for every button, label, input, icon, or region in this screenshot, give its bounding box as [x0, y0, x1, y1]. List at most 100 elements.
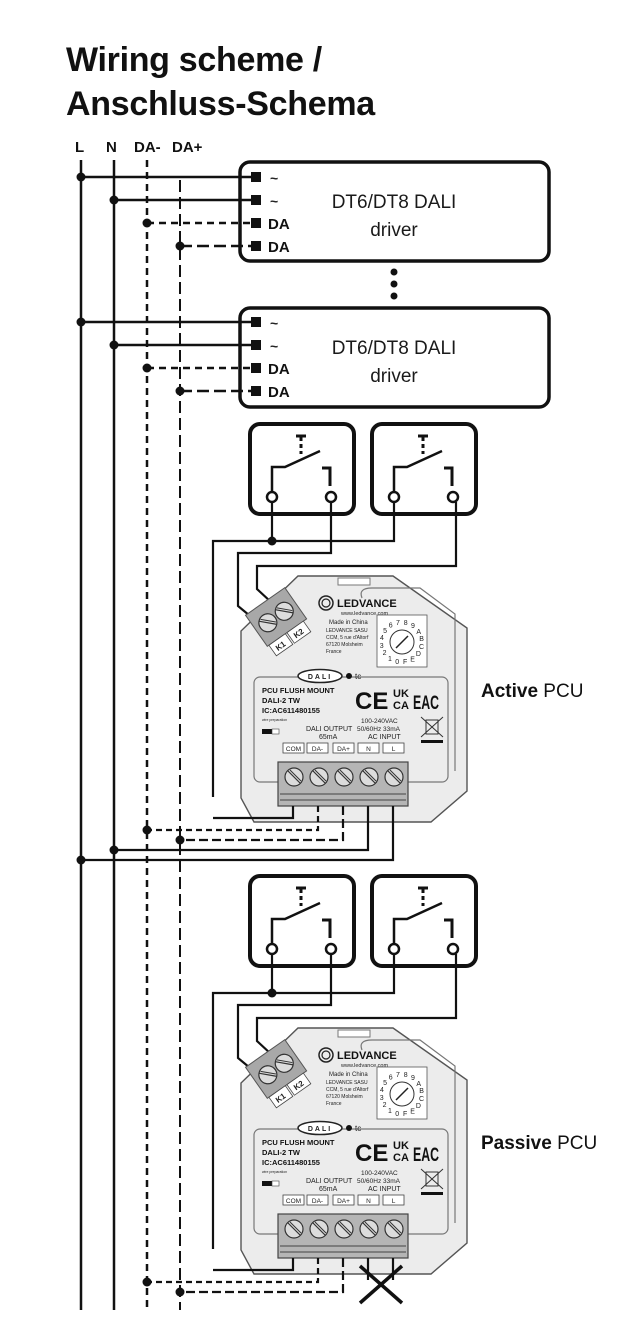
- passive-wire-da-minus: [147, 1258, 320, 1284]
- active-dial-digit: 4: [380, 635, 384, 642]
- active-dali-logo: [297, 668, 343, 684]
- active-junction-l: [76, 855, 86, 865]
- passive-terminal-label: DA+: [337, 1198, 350, 1205]
- passive-ac-frequency: 50/60Hz 33mA: [357, 1178, 401, 1185]
- bus-label-da-plus: DA+: [172, 139, 203, 156]
- active-website: www.ledvance.com: [340, 611, 388, 617]
- active-ukca-mark: UK: [393, 688, 409, 700]
- page-title: Wiring scheme / Anschluss-Schema: [66, 38, 375, 126]
- passive-screw-icon: [334, 1219, 354, 1239]
- passive-dial-digit: D: [416, 1103, 421, 1110]
- active-junction-da-minus: [142, 825, 152, 835]
- active-k1-box: [268, 633, 294, 657]
- active-screw-icon: [284, 767, 304, 787]
- active-eac-mark: EAC: [413, 693, 439, 714]
- passive-junction-da-plus: [175, 1287, 185, 1297]
- active-dial-digit: 1: [388, 656, 392, 663]
- active-address-line: CCM, 5 rue d'Altorf: [326, 635, 369, 641]
- passive-screw-icon: [284, 1219, 304, 1239]
- active-dial-digit: D: [416, 651, 421, 658]
- active-dial-digit: 5: [383, 628, 387, 635]
- passive-wire-note: wire preparation: [262, 1170, 287, 1174]
- active-screw-icon: [384, 767, 404, 787]
- passive-ce-mark: CE: [355, 1140, 388, 1167]
- active-product-name: PCU FLUSH MOUNT: [262, 686, 335, 695]
- passive-dial-digit: F: [403, 1111, 407, 1118]
- passive-junction-dot: [267, 988, 277, 998]
- driver-1-pin-4: DA: [268, 239, 290, 256]
- active-wire-k2: [255, 502, 458, 603]
- active-terminal-label: L: [392, 746, 396, 753]
- active-wire-l: [81, 806, 395, 862]
- active-terminal-label: N: [366, 746, 371, 753]
- passive-wire-com-return: [213, 1258, 295, 1272]
- active-wire-com-return: [213, 806, 295, 820]
- passive-terminal-label: N: [366, 1198, 371, 1205]
- driver-1-type: driver: [370, 220, 418, 241]
- active-ac-voltage: 100-240VAC: [361, 718, 398, 725]
- active-wire-da-minus: [147, 806, 320, 832]
- passive-ledvance-logo-icon: [318, 1047, 334, 1063]
- active-housing-groove: [360, 587, 456, 771]
- driver-1-pin-2: ~: [270, 193, 278, 209]
- passive-housing-groove: [360, 1039, 456, 1223]
- driver-2: ~ ~ DA DA DT6/DT8 DALI driver: [76, 306, 551, 409]
- passive-website: www.ledvance.com: [340, 1063, 388, 1069]
- active-terminal-label: DA+: [337, 746, 350, 753]
- passive-dali-logo: [297, 1120, 343, 1136]
- passive-wire-k2: [255, 954, 458, 1055]
- active-terminal-label: DA-: [312, 746, 323, 753]
- passive-screw-icon: [384, 1219, 404, 1239]
- title-line-2: Anschluss-Schema: [66, 85, 375, 123]
- svg-text:CA: CA: [393, 1152, 409, 1164]
- passive-ac-voltage: 100-240VAC: [361, 1170, 398, 1177]
- passive-terminal-label-box: [332, 1194, 355, 1206]
- passive-ukca-mark: UK: [393, 1140, 409, 1152]
- passive-dial-digit: 9: [411, 1075, 415, 1082]
- active-wire-da-plus: [180, 806, 345, 842]
- passive-k2-box: [286, 1072, 312, 1096]
- driver-2-pin-1: ~: [270, 315, 278, 331]
- passive-pcu-label-role: Passive: [481, 1133, 552, 1154]
- passive-wire-strip-icon: [262, 1181, 272, 1186]
- passive-terminal-label-box: [282, 1194, 305, 1206]
- active-screw-icon: [359, 767, 379, 787]
- active-made-in: Made in China: [329, 620, 368, 626]
- passive-product-variant: DALI-2 TW: [262, 1148, 301, 1157]
- passive-product-name: PCU FLUSH MOUNT: [262, 1138, 335, 1147]
- passive-dial-digit: 3: [380, 1095, 384, 1102]
- passive-weee-bin-icon: [425, 1171, 439, 1187]
- bus-label-da-minus: DA-: [134, 139, 161, 156]
- active-housing-tab: [337, 577, 371, 586]
- driver-2-pin-2: ~: [270, 338, 278, 354]
- passive-pcu-label-suffix: PCU: [552, 1133, 597, 1154]
- passive-brand: LEDVANCE: [337, 1050, 397, 1062]
- active-pcu-label-role: Active: [481, 681, 538, 702]
- active-ac-frequency: 50/60Hz 33mA: [357, 726, 401, 733]
- passive-k1-box: [268, 1085, 294, 1109]
- active-tc-dot: [346, 673, 352, 679]
- active-dali-logo-text: DALI: [308, 674, 332, 681]
- passive-dial-digit: B: [419, 1088, 424, 1095]
- passive-screw-icon: [359, 1219, 379, 1239]
- driver-1-name: DT6/DT8 DALI: [332, 192, 457, 213]
- driver-1: ~ ~ DA DA DT6/DT8 DALI driver: [76, 160, 551, 263]
- active-terminal-label-box: [306, 742, 329, 754]
- active-terminal-label-box: [332, 742, 355, 754]
- passive-dial-digit: E: [410, 1108, 415, 1115]
- active-ac-input-label: AC INPUT: [368, 734, 401, 741]
- active-address-line: 67120 Molsheim: [326, 642, 363, 648]
- active-screw-icon: [334, 767, 354, 787]
- bus-label-l: L: [75, 139, 84, 156]
- active-dial-digit: 8: [404, 620, 408, 627]
- active-wire-n: [114, 806, 370, 852]
- passive-terminal-label-box: [357, 1194, 380, 1206]
- passive-dial-digit: 5: [383, 1080, 387, 1087]
- active-dial-digit: 0: [395, 659, 399, 666]
- passive-terminal-label: COM: [286, 1198, 301, 1205]
- bus-label-n: N: [106, 139, 117, 156]
- passive-screw-icon: [309, 1219, 329, 1239]
